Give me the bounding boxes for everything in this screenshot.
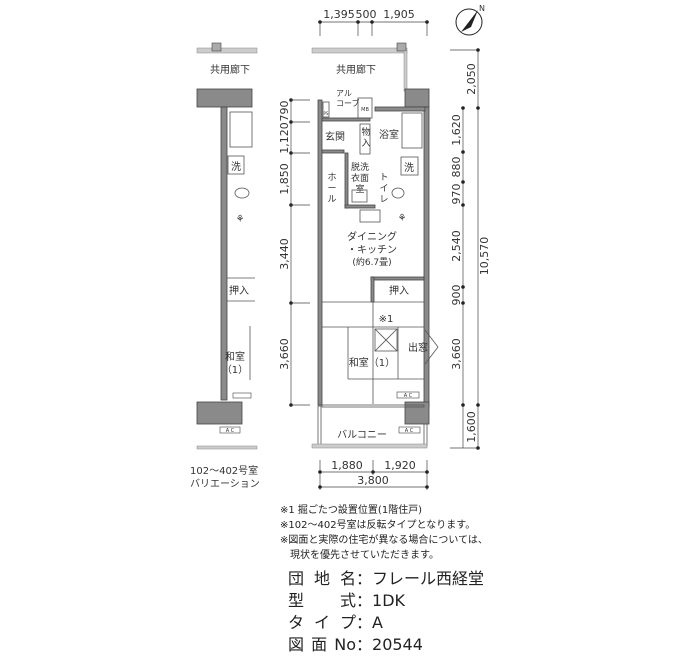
dim-right-8: 1,600 (465, 411, 478, 443)
ac-label-room: A C (404, 393, 413, 399)
note-4: 現状を優先させていただきます。 (280, 550, 439, 561)
dim-top-3: 1,905 (383, 8, 415, 21)
hall-label-2: ー (327, 184, 336, 194)
variation-plan: 洗 ⚘ 押入 和室 （1） A C (196, 88, 258, 450)
dim-top-2: 500 (356, 8, 377, 21)
wash-label: 洗 (404, 162, 414, 174)
ac-label-left: A C (226, 428, 235, 434)
stove-icon: ⚘ (398, 213, 407, 224)
mb-label: MB (361, 107, 369, 113)
dim-bottom-total: 3,800 (357, 474, 389, 487)
notes: ※1 掘ごたつ設置位置(1階住戸) ※102〜402号室は反転タイプとなります。… (280, 503, 488, 563)
info-row-variant: タイプ：A (288, 613, 383, 632)
info-value: 1DK (372, 591, 406, 610)
dim-right-5: 2,540 (450, 230, 463, 262)
washroom-label-3: 室 (355, 183, 364, 195)
ac-label-balcony: A C (405, 428, 414, 434)
corridor-rails (196, 42, 408, 92)
closet-label-left: 押入 (229, 284, 249, 297)
bay-window-label: 出窓 (408, 341, 428, 354)
toilet-label-2: イ (379, 184, 388, 194)
washitsu-num-left: （1） (222, 364, 248, 376)
note-mark-label: ※1 (379, 314, 394, 325)
info-label: タイプ (288, 613, 356, 632)
alcove-label-2: コーブ (336, 98, 360, 108)
dk-label-3: (約6.7畳) (352, 256, 391, 268)
info-value: A (372, 613, 383, 632)
variation-label-1: 102〜402号室 (190, 464, 258, 477)
right-dimensions: 2,050 1,620 880 970 2,540 900 3,660 1,60… (450, 48, 491, 450)
bottom-dimensions: 1,880 1,920 3,800 (318, 459, 429, 490)
toilet-label-1: ト (379, 173, 388, 183)
hall-label-3: ル (327, 195, 336, 205)
dim-right-3: 880 (450, 157, 463, 178)
main-plan: PS MB アル コーブ 玄関 物 入 浴室 脱洗 衣面 室 ホ ー ル ト イ… (311, 88, 439, 449)
dim-left-5: 3,660 (278, 338, 291, 370)
variation-label-2: バリエーション (190, 478, 260, 490)
corridor-label: 共用廊下 (336, 63, 376, 76)
dim-right-6: 900 (450, 285, 463, 306)
dk-label-2: ・キッチン (347, 244, 397, 256)
dk-label-1: ダイニング (347, 230, 397, 243)
info-label: 図面No (288, 635, 356, 654)
info-row-complex: 団地名：フレール西経堂 (288, 569, 485, 588)
info-value: フレール西経堂 (372, 569, 485, 588)
dim-left-2: 1,120 (278, 122, 291, 154)
dim-left-4: 3,440 (278, 238, 291, 270)
info-row-drawing: 図面No：20544 (288, 635, 423, 654)
bath-label: 浴室 (379, 128, 399, 141)
washroom-label-1: 脱洗 (351, 161, 369, 173)
washroom-label-2: 衣面 (351, 172, 369, 184)
dim-bottom-1: 1,880 (331, 459, 363, 472)
ps-label: PS (324, 111, 329, 116)
washitsu-label: 和室（1） (349, 356, 395, 369)
corridor-label-left: 共用廊下 (210, 63, 250, 76)
dim-top-1: 1,395 (323, 8, 355, 21)
info-label: 型式 (288, 591, 356, 610)
info-row-type: 型式：1DK (288, 591, 406, 610)
property-info: 団地名：フレール西経堂 型式：1DK タイプ：A 図面No：20544 (288, 568, 484, 656)
entrance-label: 玄関 (325, 130, 345, 143)
washitsu-label-left: 和室 (225, 350, 245, 363)
alcove-label-1: アル (336, 89, 352, 98)
storage-label-2: 入 (361, 138, 370, 149)
dim-right-7: 3,660 (450, 338, 463, 370)
hall-label-1: ホ (327, 172, 336, 183)
dim-left-1: 790 (278, 101, 291, 122)
wash-label-left: 洗 (231, 161, 241, 173)
stove-icon-left: ⚘ (236, 214, 245, 225)
top-dimensions: 1,395 500 1,905 (318, 8, 429, 36)
dim-right-4: 970 (450, 184, 463, 205)
balcony-label: バルコニー (337, 429, 387, 441)
dim-right-1: 2,050 (465, 63, 478, 95)
note-1: ※1 掘ごたつ設置位置(1階住戸) (280, 505, 423, 516)
note-2: ※102〜402号室は反転タイプとなります。 (280, 520, 476, 531)
left-dimensions: 790 1,120 1,850 3,440 3,660 (278, 98, 310, 407)
compass-label: N (479, 4, 485, 13)
north-compass-icon: N (455, 4, 485, 36)
toilet-label-3: レ (379, 195, 388, 205)
dim-left-3: 1,850 (278, 163, 291, 195)
info-label: 団地名 (288, 569, 356, 588)
note-3: ※図面と実際の住宅が異なる場合については、 (280, 535, 488, 546)
dim-right-2: 1,620 (450, 114, 463, 146)
info-value: 20544 (372, 635, 423, 654)
dim-bottom-2: 1,920 (384, 459, 416, 472)
dim-right-total: 10,570 (478, 237, 491, 276)
closet-label: 押入 (389, 284, 409, 297)
storage-label-1: 物 (361, 126, 370, 138)
